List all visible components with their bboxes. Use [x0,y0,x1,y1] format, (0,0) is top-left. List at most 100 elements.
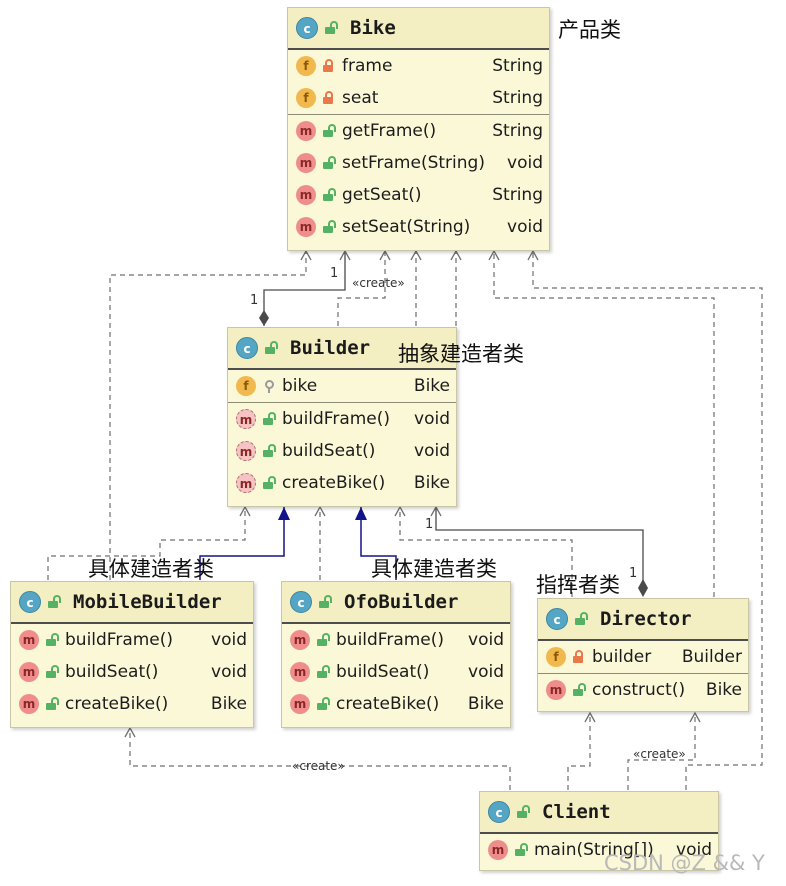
create-label-director: «create» [633,747,686,761]
method-type: String [492,121,543,141]
public-icon [322,220,334,234]
method-row: m createBike() Bike [228,467,456,499]
multiplicity-label: 1 [425,517,434,532]
field-name: seat [342,88,379,108]
method-type: void [676,840,712,860]
dep-client-to-bike [527,249,763,790]
private-icon [572,650,584,664]
field-name: builder [592,647,652,667]
multiplicity-label: 1 [629,566,638,581]
method-icon: m [290,630,310,650]
public-icon [262,412,274,426]
create-label-mobile: «create» [292,759,345,773]
method-type: void [414,409,450,429]
method-type: void [414,441,450,461]
method-type: String [492,185,543,205]
field-type: String [492,88,543,108]
method-name: setFrame(String) [342,153,485,173]
public-icon [45,697,57,711]
composition-builder-bike [263,249,351,326]
method-type: void [468,662,504,682]
method-icon: m [296,153,316,173]
private-icon [322,91,334,105]
method-icon: m [290,662,310,682]
method-name: getSeat() [342,185,422,205]
multiplicity-label: 1 [250,293,259,308]
field-icon: f [296,88,316,108]
inherit-mobile-builder [199,507,290,580]
class-icon: c [290,591,312,613]
class-name: MobileBuilder [73,591,222,613]
class-header: c Client [480,792,718,834]
field-name: bike [282,376,318,396]
method-name: createBike() [282,473,386,493]
class-name: OfoBuilder [344,591,459,613]
public-icon [574,612,586,626]
method-icon: m [19,694,39,714]
public-icon [316,665,328,679]
inherit-ofo-builder [355,507,397,580]
create-client-to-director [627,711,701,790]
method-name: setSeat(String) [342,217,471,237]
public-icon [316,697,328,711]
dep-director-to-builder [394,505,573,597]
method-name: buildFrame() [282,409,391,429]
method-type: Bike [705,680,742,700]
method-name: getFrame() [342,121,437,141]
method-type: void [468,630,504,650]
public-icon [316,633,328,647]
dep-director-to-bike [488,249,715,597]
method-row: m buildSeat() void [282,656,510,688]
method-type: void [507,153,543,173]
public-icon [516,805,528,819]
public-icon [45,633,57,647]
method-icon: m [19,630,39,650]
method-type: Bike [413,473,450,493]
class-icon: c [236,337,258,359]
public-icon [322,124,334,138]
method-type: Bike [467,694,504,714]
create-label-bike: «create» [352,276,405,290]
public-icon [322,156,334,170]
field-name: frame [342,56,393,76]
method-type: Bike [210,694,247,714]
class-name: Builder [290,337,371,359]
class-header: c OfoBuilder [282,582,510,624]
composition-diamond-builder [259,310,269,326]
abstract-method-icon: m [236,473,256,493]
class-icon: c [488,801,510,823]
annotation-bike: 产品类 [558,18,621,42]
public-icon [47,595,59,609]
method-name: buildSeat() [282,441,376,461]
public-icon [262,476,274,490]
method-icon: m [488,840,508,860]
method-name: buildSeat() [336,662,430,682]
method-name: construct() [592,680,686,700]
class-icon: c [546,608,568,630]
public-icon [264,341,276,355]
public-icon [318,595,330,609]
method-name: buildFrame() [65,630,174,650]
class-header: c MobileBuilder [11,582,253,624]
